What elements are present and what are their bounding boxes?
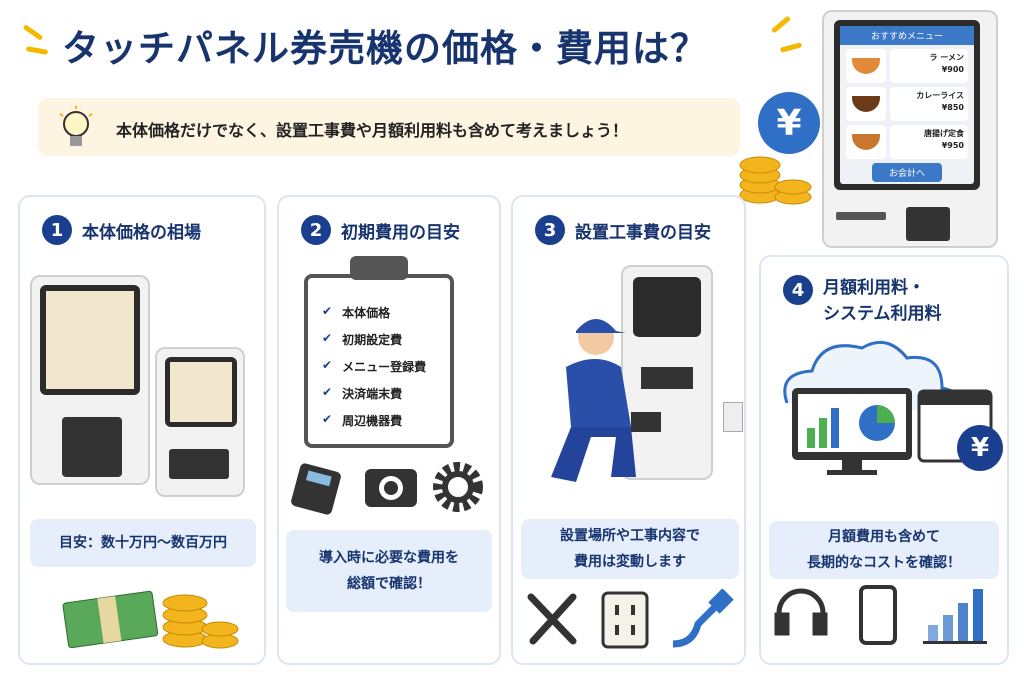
menu-header: おすすめメニュー [840, 26, 974, 45]
checkout-button[interactable]: お会計へ [872, 163, 942, 182]
spark-icon [779, 42, 803, 53]
kiosk-illustration [621, 265, 713, 480]
card-monthly-fee: 4 月額利用料・システム利用料 ¥ 月額費用も含めて長期的なコストを確認！ [759, 255, 1009, 665]
spark-icon [25, 46, 49, 55]
step-number: 1 [42, 215, 72, 245]
yen-icon: ¥ [758, 92, 820, 154]
check-icon: ✔ [322, 358, 333, 372]
support-icons [774, 585, 987, 645]
spark-icon [770, 15, 792, 34]
checklist-item: ✔決済端末費 [322, 385, 403, 401]
card-note: 設置場所や工事内容で費用は変動します [521, 519, 739, 579]
worker-illustration [551, 319, 661, 482]
card-title: 初期費用の目安 [341, 222, 460, 243]
equipment-icons [291, 462, 483, 515]
card-body-price: 1 本体価格の相場 目安：数十万円～数百万円 [18, 195, 266, 665]
checklist-item: ✔初期設定費 [322, 331, 403, 347]
card-title: システム利用料 [823, 304, 942, 324]
card-title: 設置工事費の目安 [575, 222, 711, 243]
card-note: 導入時に必要な費用を総額で確認！ [286, 530, 492, 612]
camera-icon [365, 469, 417, 507]
outlet-icon [601, 591, 649, 649]
gear-icon [433, 462, 483, 512]
card-title: 月額利用料・ [823, 278, 925, 298]
tip-banner: 本体価格だけでなく、設置工事費や月額利用料も含めて考えましょう！ [38, 98, 740, 156]
menu-item[interactable]: カレーライス¥850 [846, 87, 968, 121]
checklist-clipboard: ✔本体価格 ✔初期設定費 ✔メニュー登録費 ✔決済端末費 ✔周辺機器費 [304, 274, 454, 448]
kiosk-illustration: おすすめメニュー ラ ーメン¥900 カレーライス¥850 唐揚げ定食¥950 … [822, 10, 998, 248]
compact-kiosk-illustration [155, 347, 245, 497]
check-icon: ✔ [322, 412, 333, 426]
card-note: 月額費用も含めて長期的なコストを確認！ [769, 521, 999, 579]
smartphone-icon [859, 585, 897, 645]
spark-icon [22, 24, 44, 41]
large-kiosk-illustration [30, 275, 150, 485]
step-number: 2 [301, 215, 331, 245]
lightbulb-icon [59, 106, 93, 146]
check-icon: ✔ [322, 331, 333, 345]
card-title: 本体価格の相場 [82, 222, 201, 243]
headset-icon [774, 588, 828, 636]
wrench-screwdriver-icon [527, 593, 577, 645]
outlet-icon [723, 402, 743, 432]
payment-terminal-icon [291, 463, 341, 515]
checklist-item: ✔本体価格 [322, 304, 391, 320]
bar-chart-icon [923, 589, 987, 644]
page-title: タッチパネル券売機の価格・費用は？ [62, 27, 708, 70]
tool-icons [527, 589, 734, 649]
card-note: 目安：数十万円～数百万円 [30, 519, 256, 567]
checklist-item: ✔メニュー登録費 [322, 358, 427, 374]
money-icon [62, 590, 239, 649]
coins-icon [739, 156, 812, 205]
checklist-item: ✔周辺機器費 [322, 412, 403, 428]
check-icon: ✔ [322, 385, 333, 399]
step-number: 3 [535, 215, 565, 245]
card-installation: 3 設置工事費の目安 設置場所や工事内容で費用は変動します [511, 195, 746, 665]
yen-icon: ¥ [957, 425, 1003, 471]
step-number: 4 [783, 275, 813, 305]
clipboard-clip [350, 256, 408, 280]
menu-item[interactable]: 唐揚げ定食¥950 [846, 125, 968, 159]
tip-text: 本体価格だけでなく、設置工事費や月額利用料も含めて考えましょう！ [116, 121, 629, 140]
menu-item[interactable]: ラ ーメン¥900 [846, 49, 968, 83]
check-icon: ✔ [322, 304, 333, 318]
lan-cable-icon [672, 589, 734, 648]
